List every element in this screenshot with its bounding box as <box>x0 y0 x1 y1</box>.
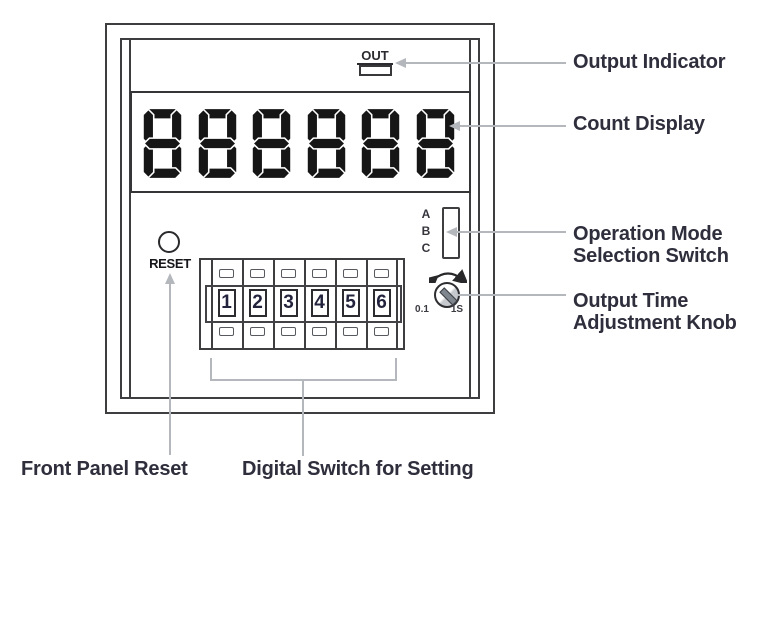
thumbwheel-increment-button <box>374 269 389 278</box>
device-bezel <box>120 38 480 399</box>
digital-switch-separator <box>366 260 368 348</box>
seven-segment-digit <box>416 107 455 180</box>
mode-option-c: C <box>421 241 431 255</box>
digital-switch-separator <box>335 260 337 348</box>
mode-option-b: B <box>421 224 431 238</box>
thumbwheel-decrement-button <box>374 327 389 336</box>
thumbwheel-decrement-button <box>250 327 265 336</box>
seven-segment-digit <box>361 107 401 180</box>
digital-switch-band <box>205 285 402 323</box>
count-display-arrowhead-icon <box>449 121 460 131</box>
operation-mode-leader-line <box>456 231 566 233</box>
output-time-leader-line <box>458 294 566 296</box>
thumbwheel-increment-button <box>343 269 358 278</box>
digital-switch-separator <box>304 260 306 348</box>
callout-count-display: Count Display <box>573 113 705 135</box>
thumbwheel-decrement-button <box>343 327 358 336</box>
reset-button <box>158 231 180 253</box>
reset-leader-line <box>169 283 171 455</box>
mode-option-a: A <box>421 207 431 221</box>
digital-switch-separator <box>396 260 398 348</box>
thumbwheel-digit-window: 3 <box>279 289 298 317</box>
callout-digital-switch: Digital Switch for Setting <box>242 458 474 480</box>
knob-rotation-arrow-icon <box>429 269 467 283</box>
seven-segment-digit <box>306 107 346 180</box>
knob-slot <box>438 286 458 306</box>
output-indicator-arrowhead-icon <box>395 58 406 68</box>
output-indicator-lamp <box>359 65 392 76</box>
device-outer-frame <box>105 23 495 414</box>
thumbwheel-digit-window: 2 <box>248 289 267 317</box>
seven-segment-digit <box>252 107 292 180</box>
thumbwheel-increment-button <box>281 269 296 278</box>
mode-option-labels: A B C <box>418 206 434 257</box>
knob-max-label: 1S <box>450 304 464 315</box>
reset-button-label: RESET <box>149 256 191 271</box>
digital-switch-separator <box>273 260 275 348</box>
thumbwheel-increment-button <box>312 269 327 278</box>
thumbwheel-decrement-button <box>219 327 234 336</box>
thumbwheel-increment-button <box>219 269 234 278</box>
thumbwheel-increment-button <box>250 269 265 278</box>
output-indicator-leader-line <box>405 62 566 64</box>
callout-operation-mode: Operation Mode Selection Switch <box>573 223 729 267</box>
thumbwheel-digit-window: 1 <box>217 289 236 317</box>
thumbwheel-decrement-button <box>312 327 327 336</box>
callout-output-time: Output Time Adjustment Knob <box>573 290 737 334</box>
thumbwheel-digit-window: 4 <box>310 289 329 317</box>
thumbwheel-decrement-button <box>281 327 296 336</box>
knob-min-label: 0.1 <box>415 304 429 315</box>
count-display-leader-line <box>459 125 566 127</box>
callout-output-indicator: Output Indicator <box>573 51 726 73</box>
seven-segment-digit <box>197 107 237 180</box>
callout-front-panel-reset: Front Panel Reset <box>21 458 188 480</box>
thumbwheel-digit-window: 6 <box>372 289 391 317</box>
digital-switch-separator <box>242 260 244 348</box>
out-indicator-label: OUT <box>357 49 393 65</box>
operation-mode-arrowhead-icon <box>446 227 457 237</box>
thumbwheel-digit-window: 5 <box>341 289 360 317</box>
digital-switch-leader-line <box>302 379 304 456</box>
count-display <box>130 91 471 193</box>
bezel-right-rail <box>469 40 471 397</box>
reset-arrowhead-icon <box>165 273 175 284</box>
bezel-left-rail <box>129 40 131 397</box>
seven-segment-digit <box>143 107 182 180</box>
digital-switch-separator <box>211 260 213 348</box>
digital-switch-bracket <box>210 358 397 381</box>
